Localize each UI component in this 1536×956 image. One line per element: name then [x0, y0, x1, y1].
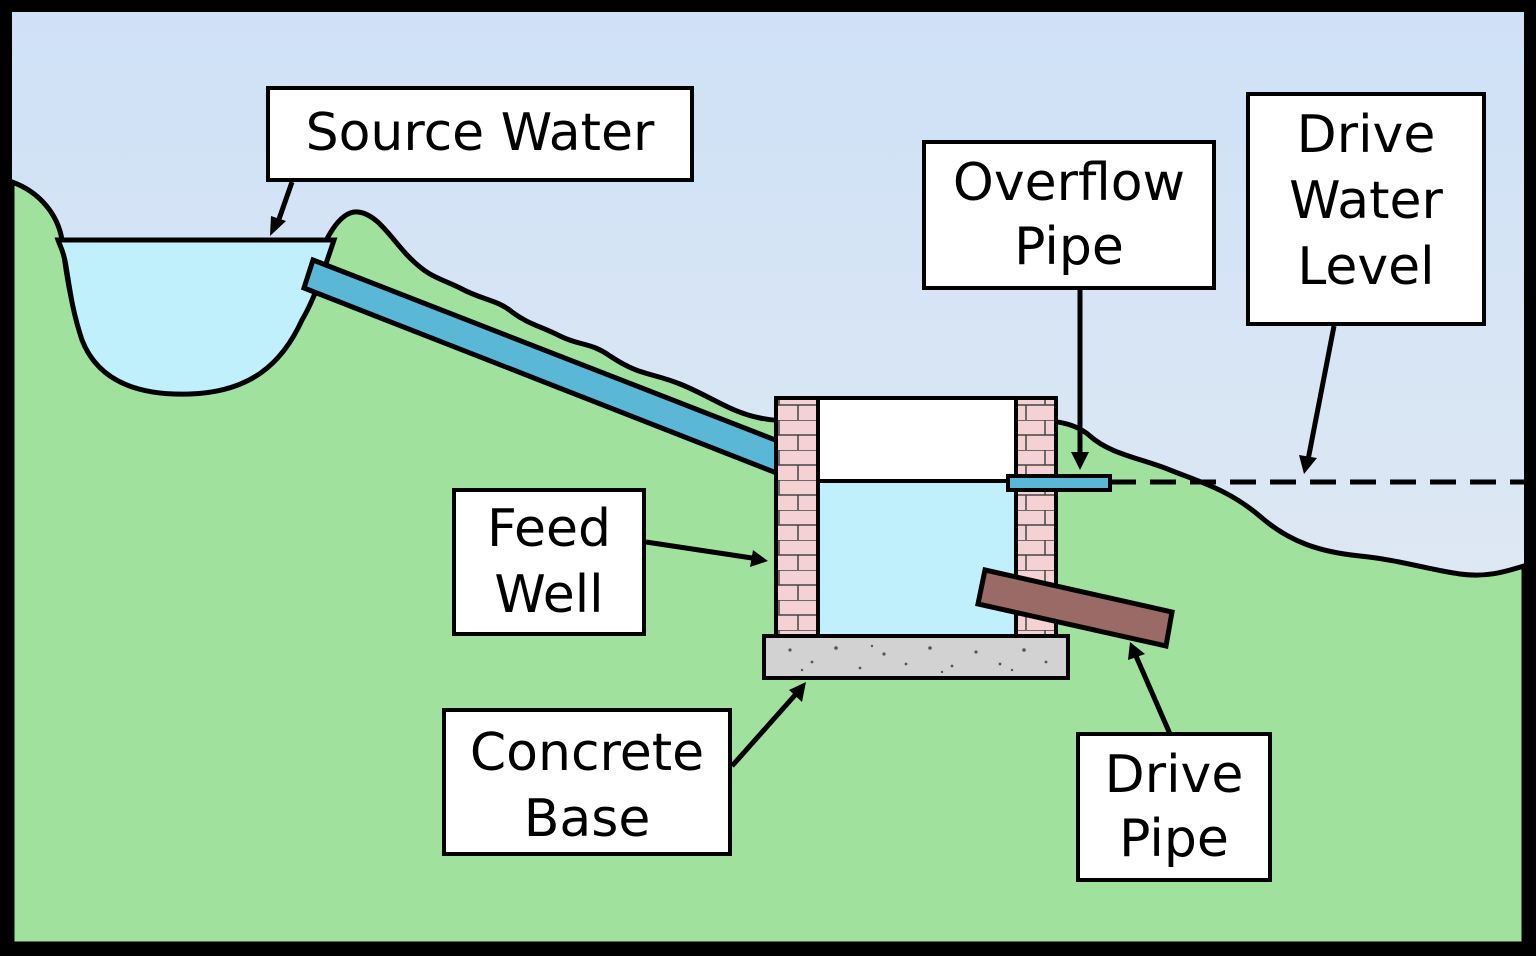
- label-drive-water-level-line-1: Drive: [1297, 105, 1436, 165]
- label-concrete-base: Concrete Base: [442, 708, 732, 856]
- drive-pipe: [975, 567, 1175, 650]
- source-water-pond: [54, 237, 338, 397]
- label-drive-pipe-line-1: Drive: [1105, 745, 1244, 805]
- well-air: [818, 398, 1016, 481]
- label-feed-well-line-2: Well: [494, 565, 603, 625]
- feed-well-left-wall: [774, 396, 820, 638]
- label-drive-water-level-line-3: Level: [1297, 237, 1434, 297]
- overflow-pipe: [1006, 474, 1112, 492]
- label-feed-well: Feed Well: [452, 488, 646, 636]
- label-overflow-pipe: Overflow Pipe: [922, 140, 1216, 290]
- label-concrete-base-line-2: Base: [524, 789, 651, 849]
- concrete-base: [762, 634, 1070, 680]
- label-overflow-pipe-line-1: Overflow: [953, 153, 1185, 213]
- label-concrete-base-line-1: Concrete: [470, 723, 704, 783]
- label-source-water-line-1: Source Water: [306, 103, 655, 163]
- label-drive-water-level: Drive Water Level: [1246, 92, 1486, 326]
- label-drive-pipe-line-2: Pipe: [1119, 809, 1229, 869]
- well-water: [818, 481, 1016, 637]
- label-drive-pipe: Drive Pipe: [1076, 732, 1272, 882]
- label-feed-well-line-1: Feed: [487, 499, 611, 559]
- label-drive-water-level-line-2: Water: [1289, 171, 1443, 231]
- label-source-water: Source Water: [266, 86, 694, 182]
- pointer-arrows: [270, 181, 1337, 768]
- concrete-speckles: [788, 644, 1048, 674]
- label-overflow-pipe-line-2: Pipe: [1014, 217, 1124, 277]
